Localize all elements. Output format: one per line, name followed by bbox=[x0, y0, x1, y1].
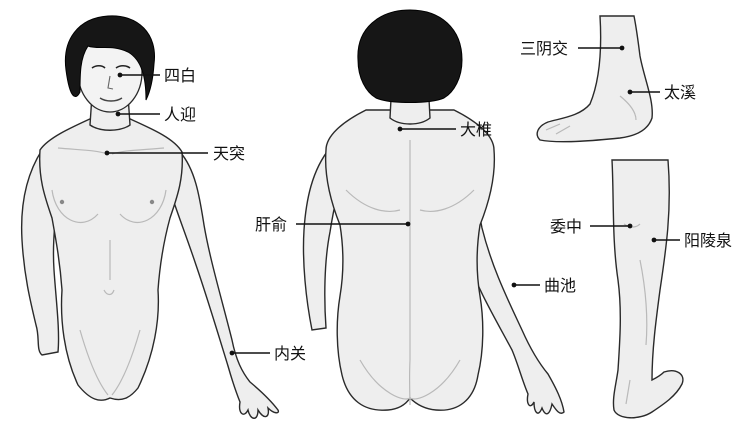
label-dazhui: 大椎 bbox=[460, 120, 492, 139]
label-sanyinjiao: 三阴交 bbox=[520, 39, 568, 58]
label-sibai: 四白 bbox=[164, 66, 196, 85]
foot-figure bbox=[537, 16, 652, 142]
leg-figure bbox=[612, 160, 683, 418]
label-tiantu: 天突 bbox=[213, 144, 245, 163]
label-ganshu: 肝俞 bbox=[255, 215, 287, 234]
label-quchi: 曲池 bbox=[544, 276, 576, 295]
label-neiguan: 内关 bbox=[274, 344, 306, 363]
label-taixi: 太溪 bbox=[664, 83, 696, 102]
label-weizhong: 委中 bbox=[550, 217, 582, 236]
label-renying: 人迎 bbox=[164, 105, 196, 124]
back-figure bbox=[303, 10, 564, 414]
label-yanglingquan: 阳陵泉 bbox=[684, 231, 732, 250]
front-figure bbox=[22, 16, 279, 418]
